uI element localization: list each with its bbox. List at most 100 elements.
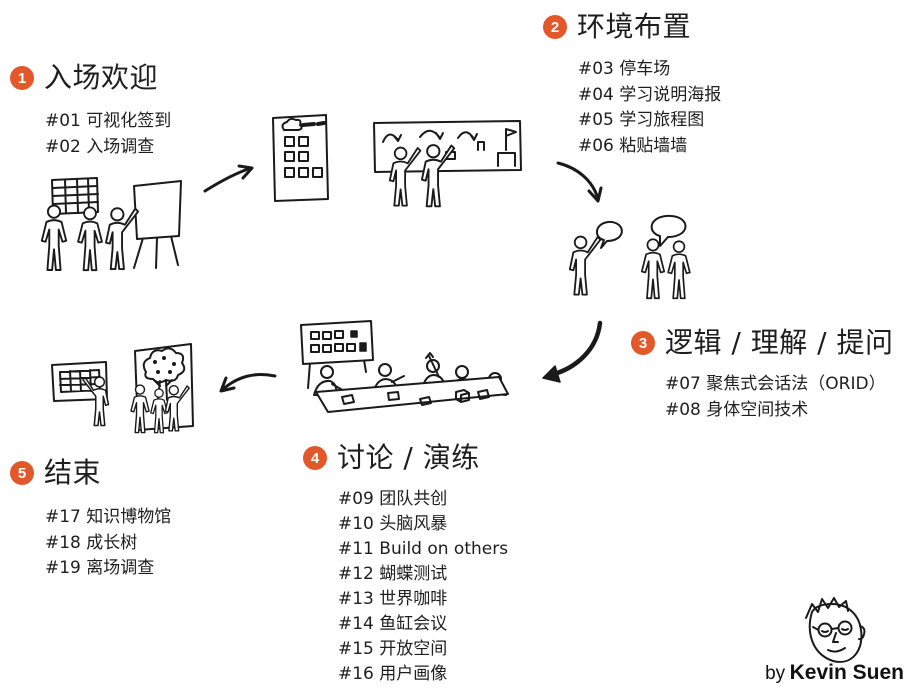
sticky-note-board-sketch (272, 114, 329, 202)
arrow-head (219, 376, 236, 393)
sticky-notes (284, 136, 323, 178)
step-title: 逻辑 / 理解 / 提问 (665, 326, 894, 359)
team-table-sketch (300, 320, 509, 413)
step-item: #09 团队共创 (338, 489, 448, 509)
step-item: #07 聚焦式会话法（ORID） (665, 374, 886, 394)
speech-bubble (650, 214, 687, 247)
sticky-note (312, 167, 323, 178)
person-figure (640, 238, 666, 300)
step-item: #14 鱼缸会议 (338, 614, 448, 634)
step-2-heading: 2 环境布置 (543, 9, 691, 45)
raised-arm (425, 352, 440, 378)
step-5-items: #17 知识博物馆 #18 成长树 #19 离场调查 (45, 505, 171, 582)
step-item: #05 学习旅程图 (578, 110, 705, 130)
step-title: 讨论 / 演练 (337, 441, 480, 474)
step-4-items: #09 团队共创 #10 头脑风暴 #11 Build on others #1… (338, 487, 508, 687)
sticky-note (284, 167, 295, 178)
journey-hop-arrow (419, 129, 444, 140)
speech-bubble (596, 220, 623, 249)
step-item: #03 停车场 (578, 59, 671, 79)
paper-sheet (387, 391, 400, 401)
step-item: #18 成长树 (45, 532, 138, 553)
credit-author: Kevin Suen (789, 661, 904, 684)
person-head (455, 365, 469, 379)
sticky-note (284, 151, 295, 162)
team-board (300, 320, 374, 389)
arrow-head (587, 186, 603, 203)
credit-prefix: by (765, 663, 786, 684)
cube-marker (455, 389, 470, 403)
step-3-items: #07 聚焦式会话法（ORID） #08 身体空间技术 (665, 372, 886, 423)
step-title: 结束 (44, 456, 102, 489)
flow-arrow-1 (203, 164, 254, 193)
flag-icon (505, 128, 517, 151)
person-figure (77, 206, 103, 272)
flipchart-sheet (133, 180, 182, 240)
step-item: #11 Build on others (338, 539, 509, 559)
step-5-heading: 5 结束 (10, 455, 101, 491)
step-1-items: #01 可视化签到 #02 入场调查 (45, 109, 171, 160)
step-item: #10 头脑风暴 (338, 514, 448, 534)
cloud-doodle (281, 117, 303, 131)
step-item: #01 可视化签到 (45, 111, 172, 131)
table (315, 376, 509, 413)
person-figure (40, 204, 68, 271)
arrow-shaft (548, 320, 603, 378)
ear (858, 625, 866, 641)
step-title: 环境布置 (577, 10, 692, 43)
step-number-badge: 3 (631, 331, 655, 355)
step-item: #06 粘贴墙墙 (578, 135, 688, 156)
glasses-bridge (812, 626, 840, 631)
step-number-badge: 1 (10, 66, 34, 90)
header-bars (301, 121, 326, 127)
closed-eyes (821, 628, 849, 633)
pointing-person-figure (105, 207, 140, 271)
sticky-note (284, 136, 295, 147)
board-dark-card (350, 330, 367, 352)
podium (497, 152, 516, 167)
arrow-shaft (203, 166, 253, 193)
paper-sheet (341, 394, 355, 405)
arrow-head (542, 365, 561, 383)
sticky-note (298, 136, 309, 147)
person-figure (667, 240, 691, 300)
step-number-badge: 4 (303, 446, 327, 470)
step-3-heading: 3 逻辑 / 理解 / 提问 (631, 325, 893, 361)
welcome-scene-sketch (40, 177, 182, 272)
author-avatar-sketch (805, 597, 866, 663)
board-cards (310, 330, 356, 353)
learning-journey-wall-sketch (373, 120, 522, 208)
arrow-shaft (556, 161, 600, 201)
journey-hop-arrow (382, 133, 402, 143)
arrow-head (237, 164, 254, 180)
sticky-note (298, 151, 309, 162)
paper-sheet (477, 389, 490, 400)
step-item: #12 蝴蝶测试 (338, 564, 448, 584)
author-credit: by Kevin Suen (765, 660, 904, 686)
tree-leaves (153, 356, 176, 374)
closing-scene-sketch (51, 343, 194, 434)
nose (832, 632, 839, 643)
flow-arrow-4 (219, 373, 277, 393)
sticky-note (298, 167, 309, 178)
step-1-heading: 1 入场欢迎 (10, 60, 158, 96)
person-head (378, 363, 392, 377)
papers-on-table (341, 389, 490, 406)
grid-poster (51, 177, 99, 215)
step-4-heading: 4 讨论 / 演练 (303, 440, 480, 476)
step-title: 入场欢迎 (44, 61, 159, 94)
step-number-badge: 2 (543, 15, 567, 39)
step-item: #17 知识博物馆 (45, 507, 172, 527)
pointing-person-figure (568, 235, 602, 296)
easel-legs (133, 235, 179, 269)
step-number-badge: 5 (10, 461, 34, 485)
board (272, 114, 329, 202)
flow-arrow-3 (542, 320, 603, 383)
conversation-sketch (568, 214, 691, 300)
paper-sheet (419, 396, 432, 406)
step-item: #15 开放空间 (338, 639, 448, 659)
step-item: #16 用户画像 (338, 664, 448, 684)
poster-grid-lines (52, 178, 99, 214)
step-item: #13 世界咖啡 (338, 589, 448, 609)
